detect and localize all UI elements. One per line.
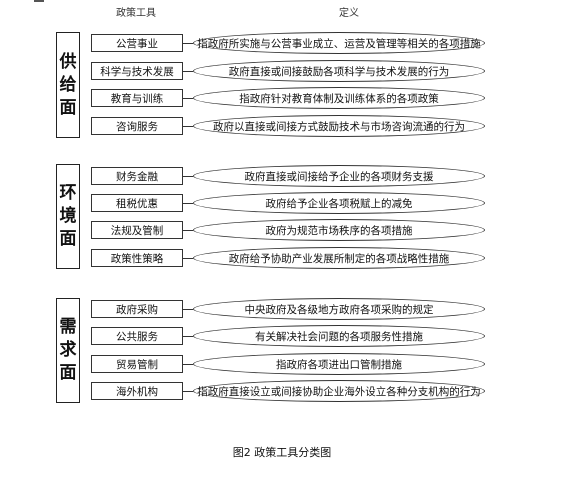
group-char: 面	[59, 97, 77, 118]
connector-line	[183, 309, 193, 310]
definition-ellipse: 政府直接或间接鼓励各项科学与技术发展的行为	[193, 60, 485, 82]
connector-line	[183, 43, 193, 44]
connector-line	[183, 126, 193, 127]
tool-box: 政策性策略	[91, 249, 183, 267]
tool-box: 法规及管制	[91, 221, 183, 239]
group-char: 给	[59, 74, 77, 95]
tool-box: 财务金融	[91, 167, 183, 185]
connector-line	[183, 230, 193, 231]
definition-ellipse: 有关解决社会问题的各项服务性措施	[193, 325, 485, 347]
definition-ellipse: 政府直接或间接给予企业的各项财务支援	[193, 165, 485, 187]
tool-box: 科学与技术发展	[91, 62, 183, 80]
connector-line	[183, 391, 193, 392]
definition-ellipse: 指政府所实施与公营事业成立、运营及管理等相关的各项措施	[193, 32, 485, 54]
tool-box: 教育与训练	[91, 89, 183, 107]
tools-column-header: 政策工具	[116, 8, 156, 19]
group-char: 需	[59, 317, 77, 337]
definition-ellipse: 政府给予企业各项税赋上的减免	[193, 192, 485, 214]
connector-line	[183, 258, 193, 259]
connector-line	[183, 98, 193, 99]
group-char: 求	[59, 340, 77, 360]
group-char: 面	[59, 363, 77, 383]
tool-box: 公共服务	[91, 327, 183, 345]
connector-line	[183, 336, 193, 337]
connector-line	[183, 176, 193, 177]
group-char: 面	[59, 229, 77, 249]
tool-box: 政府采购	[91, 300, 183, 318]
definition-ellipse: 指政府直接设立或间接协助企业海外设立各种分支机构的行为	[193, 380, 485, 402]
definition-ellipse: 中央政府及各级地方政府各项采购的规定	[193, 298, 485, 320]
corner-mark	[34, 0, 44, 2]
tool-box: 租税优惠	[91, 194, 183, 212]
definition-ellipse: 指政府各项进出口管制措施	[193, 353, 485, 375]
definition-ellipse: 指政府针对教育体制及训练体系的各项政策	[193, 87, 485, 109]
tool-box: 海外机构	[91, 382, 183, 400]
group-label-environment: 环 境 面	[56, 164, 80, 269]
definition-column-header: 定义	[339, 8, 359, 19]
group-char: 环	[59, 183, 77, 203]
group-label-demand: 需 求 面	[56, 298, 80, 403]
group-label-supply: 供 给 面	[56, 32, 80, 138]
group-char: 境	[59, 206, 77, 226]
connector-line	[183, 71, 193, 72]
definition-ellipse: 政府给予协助产业发展所制定的各项战略性措施	[193, 247, 485, 269]
group-char: 供	[59, 51, 77, 72]
figure-caption: 图2 政策工具分类图	[232, 446, 332, 459]
definition-ellipse: 政府以直接或间接方式鼓励技术与市场咨询流通的行为	[193, 115, 485, 137]
tool-box: 贸易管制	[91, 355, 183, 373]
tool-box: 咨询服务	[91, 117, 183, 135]
definition-ellipse: 政府为规范市场秩序的各项措施	[193, 219, 485, 241]
connector-line	[183, 203, 193, 204]
tool-box: 公营事业	[91, 34, 183, 52]
connector-line	[183, 364, 193, 365]
